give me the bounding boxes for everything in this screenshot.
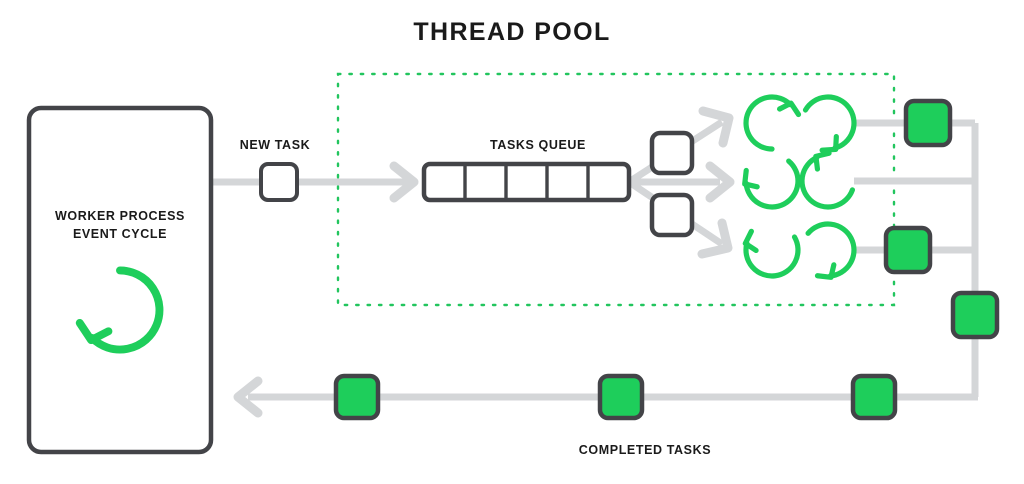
tasks-queue-label: TASKS QUEUE xyxy=(490,138,586,152)
thread-spinner-icon-2a xyxy=(735,144,809,218)
thread-spinner-icon-1a xyxy=(746,97,798,149)
completed-task-square-return-3 xyxy=(597,373,645,421)
worker-process-label-line1: WORKER PROCESS xyxy=(55,209,185,223)
completed-task-square-return-2 xyxy=(850,373,898,421)
pending-task-square-bottom xyxy=(649,192,695,238)
thread-spinner-icon-1b xyxy=(792,88,863,159)
completed-task-square-row3 xyxy=(883,225,933,275)
thread-pool-boundary xyxy=(336,72,896,307)
new-task-label: NEW TASK xyxy=(239,138,311,152)
thread-spinner-icon-3b xyxy=(791,213,865,287)
completed-task-square-row1 xyxy=(903,98,953,148)
page-title: THREAD POOL xyxy=(413,18,611,46)
pending-task-square-top xyxy=(649,130,695,176)
flow-worker-to-queue xyxy=(211,161,419,203)
thread-spinner-icon-3a xyxy=(736,214,807,285)
completed-tasks-label: COMPLETED TASKS xyxy=(578,443,712,457)
completed-task-square-return-1 xyxy=(950,290,1000,340)
completed-task-square-return-4 xyxy=(333,373,381,421)
new-task-square xyxy=(259,162,299,202)
worker-process-label-line2: EVENT CYCLE xyxy=(72,227,168,241)
thread-spinner-icon-2b xyxy=(795,147,862,214)
tasks-queue xyxy=(421,161,632,203)
worker-process-box xyxy=(26,105,214,455)
